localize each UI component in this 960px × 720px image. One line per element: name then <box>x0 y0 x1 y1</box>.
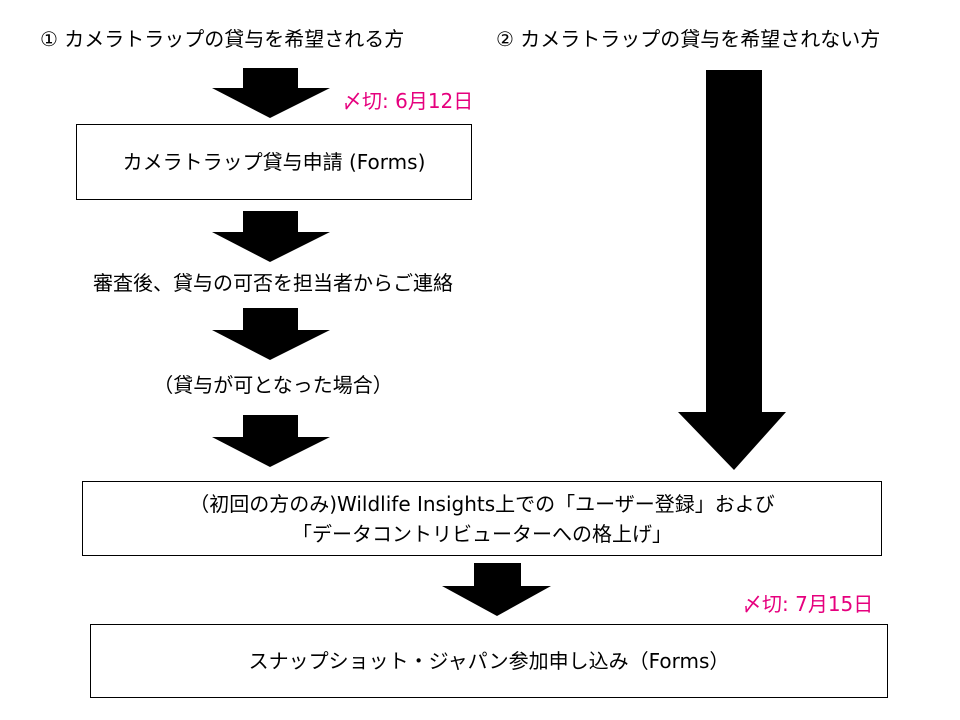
apply-step-box: カメラトラップ貸与申請 (Forms) <box>76 124 472 200</box>
review-step-text: 審査後、貸与の可否を担当者からご連絡 <box>93 271 453 295</box>
deadline-apply: 〆切: 6月12日 <box>342 89 474 113</box>
register-step-box: （初回の方のみ)Wildlife Insights上での「ユーザー登録」および … <box>82 481 882 556</box>
deadline-join: 〆切: 7月15日 <box>742 592 874 616</box>
condition-text: （貸与が可となった場合） <box>153 373 393 397</box>
register-step-line1: （初回の方のみ)Wildlife Insights上での「ユーザー登録」および <box>189 491 775 516</box>
apply-step-label: カメラトラップ貸与申請 (Forms) <box>122 150 426 174</box>
heading-left: ① カメラトラップの貸与を希望される方 <box>40 27 405 51</box>
join-step-label: スナップショット・ジャパン参加申し込み（Forms） <box>248 649 730 673</box>
register-step-line2: 「データコントリビューターへの格上げ」 <box>292 521 672 546</box>
heading-right: ② カメラトラップの貸与を希望されない方 <box>496 27 881 51</box>
join-step-box: スナップショット・ジャパン参加申し込み（Forms） <box>90 624 888 698</box>
